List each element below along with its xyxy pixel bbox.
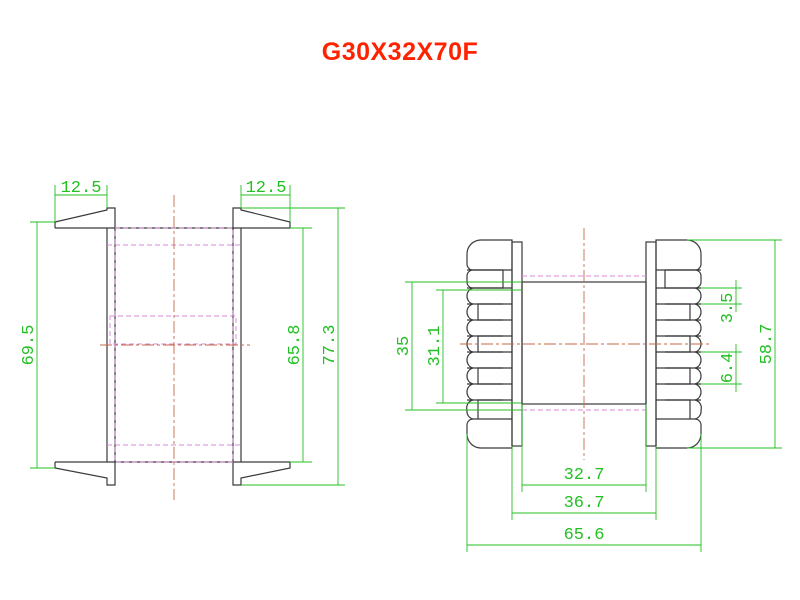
side-view: 12.5 12.5 69.5 65.8 77.3 <box>20 179 345 500</box>
side-view-outline <box>54 207 291 486</box>
dim-total-height-end: 58.7 <box>758 324 777 365</box>
dim-flange-left: 12.5 <box>61 179 102 198</box>
side-view-dimension-lines <box>30 185 345 486</box>
part-number-title: G30X32X70F <box>321 38 479 66</box>
dim-total-width: 65.6 <box>564 526 605 545</box>
side-view-center-lines <box>100 195 250 500</box>
end-view-dimension-lines <box>405 239 782 552</box>
dim-overall-height: 69.5 <box>20 325 39 366</box>
dim-inner-height: 65.8 <box>286 325 305 366</box>
dim-core-width: 32.7 <box>564 466 605 485</box>
end-view-hidden-lines <box>522 275 646 411</box>
dim-window-width: 36.7 <box>564 494 605 513</box>
dim-core-height: 31.1 <box>426 326 445 367</box>
dim-total-height: 77.3 <box>321 325 340 366</box>
dim-slot-pitch: 3.5 <box>719 293 738 324</box>
dim-slot-width: 6.4 <box>719 353 738 384</box>
end-view-center-lines <box>460 228 710 460</box>
dim-window-height: 35 <box>395 336 414 356</box>
end-view: 35 31.1 3.5 6.4 58.7 32.7 36.7 65.6 <box>395 228 782 552</box>
dim-flange-right: 12.5 <box>246 179 287 198</box>
